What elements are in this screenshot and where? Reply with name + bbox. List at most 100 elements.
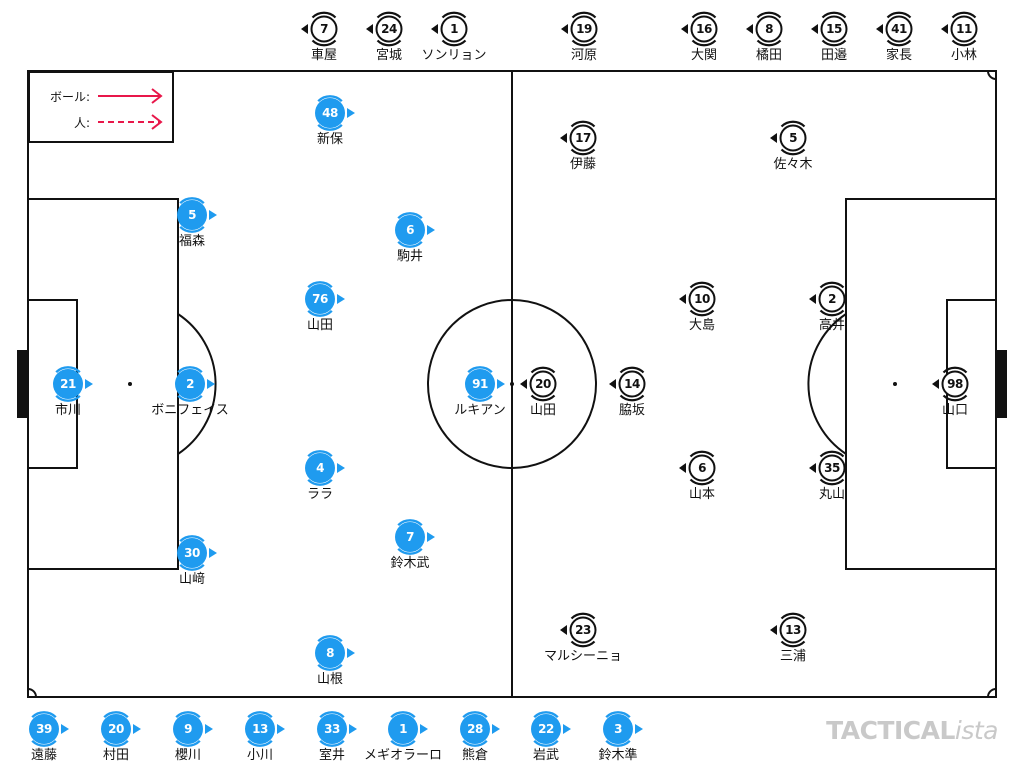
player-number: 39: [36, 722, 52, 736]
away-player-icon: [609, 366, 646, 402]
player-name: 新保: [316, 132, 343, 147]
ball-arrow-icon: [98, 88, 163, 104]
player-name: 家長: [885, 48, 912, 63]
away-player-icon: [679, 281, 716, 317]
player-number: 33: [324, 722, 340, 736]
person-arrow-icon: [98, 114, 163, 130]
player-name: 山本: [688, 487, 715, 502]
player-name: メギオラーロ: [363, 748, 442, 763]
away-player-icon: [431, 11, 468, 47]
home-player-icon: [315, 95, 355, 131]
player-number: 4: [316, 461, 324, 475]
player-name: 大島: [688, 318, 715, 333]
player-name: ソンリョン: [421, 48, 487, 63]
away-player-icon: [681, 11, 718, 47]
right-penalty-arc: [807, 313, 847, 455]
player-name: ララ: [306, 487, 333, 502]
corner-arc-bl: [27, 688, 37, 698]
away-player-icon: [560, 612, 597, 648]
left-penalty-arc: [177, 313, 217, 455]
player-number: 7: [406, 530, 414, 544]
player-number: 20: [108, 722, 124, 736]
home-player-icon: [177, 535, 217, 571]
tacticalista-watermark: TACTICALista: [826, 716, 998, 745]
player-number: 8: [326, 646, 334, 660]
watermark-italic: ista: [954, 716, 999, 745]
home-player-icon: [395, 519, 435, 555]
player-name: マルシーニョ: [543, 649, 622, 664]
home-player-icon: [175, 366, 215, 402]
player-name: 山﨑: [178, 572, 205, 587]
player-number: 6: [698, 461, 706, 475]
left-goal: [17, 350, 28, 418]
player-name: 橘田: [755, 48, 782, 63]
player-name: 伊藤: [569, 157, 596, 172]
home-player-icon: [603, 711, 643, 747]
player-name: 山田: [529, 403, 556, 418]
legend-ball-row: ボール:: [30, 86, 176, 106]
legend-person-label: 人:: [73, 116, 90, 130]
player-name: 室井: [318, 748, 345, 763]
away-player-icon: [679, 450, 716, 486]
away-player-icon: [770, 612, 807, 648]
away-player-icon: [941, 11, 978, 47]
home-player-icon: [245, 711, 285, 747]
player-number: 2: [828, 292, 836, 306]
home-player-icon: [317, 711, 357, 747]
player-name: 小林: [950, 48, 977, 63]
player-number: 23: [575, 623, 591, 637]
home-player-icon: [315, 635, 355, 671]
corner-arc-br: [987, 688, 997, 698]
player-number: 10: [694, 292, 710, 306]
player-name: 大関: [690, 48, 717, 63]
player-number: 76: [312, 292, 328, 306]
player-name: 田邉: [820, 48, 847, 63]
player-number: 17: [575, 131, 591, 145]
right-penalty-spot: [893, 382, 897, 386]
player-name: 河原: [570, 48, 597, 63]
player-name: 山口: [941, 403, 968, 418]
player-number: 8: [765, 22, 773, 36]
home-player-icon: [531, 711, 571, 747]
player-number: 15: [826, 22, 842, 36]
home-player-icon: [101, 711, 141, 747]
player-number: 7: [320, 22, 328, 36]
player-number: 14: [624, 377, 640, 391]
player-name: 丸山: [818, 487, 845, 502]
player-number: 30: [184, 546, 200, 560]
away-player-icon: [876, 11, 913, 47]
player-name: 山田: [306, 318, 333, 333]
player-number: 1: [450, 22, 458, 36]
home-player-icon: [305, 281, 345, 317]
player-name: 櫻川: [174, 748, 201, 763]
player-name: 鈴木武: [390, 556, 430, 571]
away-player-icon: [932, 366, 969, 402]
away-player-icon: [301, 11, 338, 47]
player-name: 熊倉: [461, 748, 488, 763]
home-player-icon: [177, 197, 217, 233]
player-name: 鈴木準: [598, 748, 638, 763]
center-circle: [427, 299, 597, 469]
corner-arc-tr: [987, 70, 997, 80]
player-name: 遠藤: [30, 748, 57, 763]
player-number: 16: [696, 22, 712, 36]
away-player-icon: [560, 120, 597, 156]
player-name: 脇坂: [618, 403, 645, 418]
away-player-icon: [746, 11, 783, 47]
player-name: 車屋: [310, 48, 337, 63]
player-number: 11: [956, 22, 972, 36]
player-name: 小川: [246, 748, 273, 763]
player-name: 岩武: [532, 748, 559, 763]
home-player-icon: [305, 450, 345, 486]
watermark-bold: TACTICAL: [826, 716, 955, 745]
player-number: 19: [576, 22, 592, 36]
player-number: 9: [184, 722, 192, 736]
player-number: 3: [614, 722, 622, 736]
player-number: 5: [188, 208, 196, 222]
home-player-icon: [460, 711, 500, 747]
player-number: 1: [399, 722, 407, 736]
home-player-icon: [465, 366, 505, 402]
away-player-icon: [366, 11, 403, 47]
